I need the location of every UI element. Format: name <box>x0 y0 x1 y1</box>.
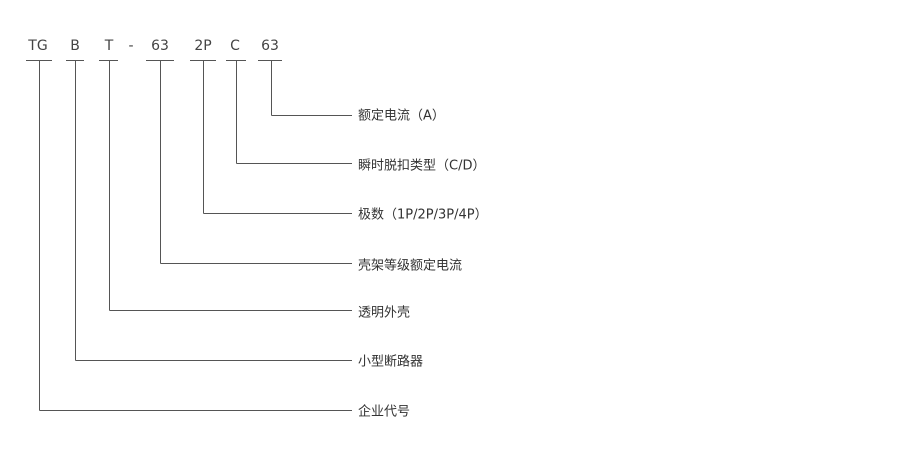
label-trip-type: 瞬时脱扣类型（C/D） <box>358 158 486 174</box>
code-type: B <box>70 38 80 54</box>
label-company: 企业代号 <box>358 404 411 420</box>
label-shell: 透明外壳 <box>358 305 411 321</box>
code-shell: T <box>104 38 114 54</box>
label-type: 小型断路器 <box>358 354 424 370</box>
code-separator: - <box>128 38 134 54</box>
label-frame-current: 壳架等级额定电流 <box>358 258 463 274</box>
code-frame-current: 63 <box>151 38 169 54</box>
code-poles: 2P <box>194 38 212 54</box>
code-rated-current: 63 <box>261 38 279 54</box>
label-poles: 极数（1P/2P/3P/4P） <box>358 207 488 223</box>
code-company: TG <box>28 38 48 54</box>
code-trip-type: C <box>230 38 240 54</box>
label-rated-current: 额定电流（A） <box>358 108 445 124</box>
